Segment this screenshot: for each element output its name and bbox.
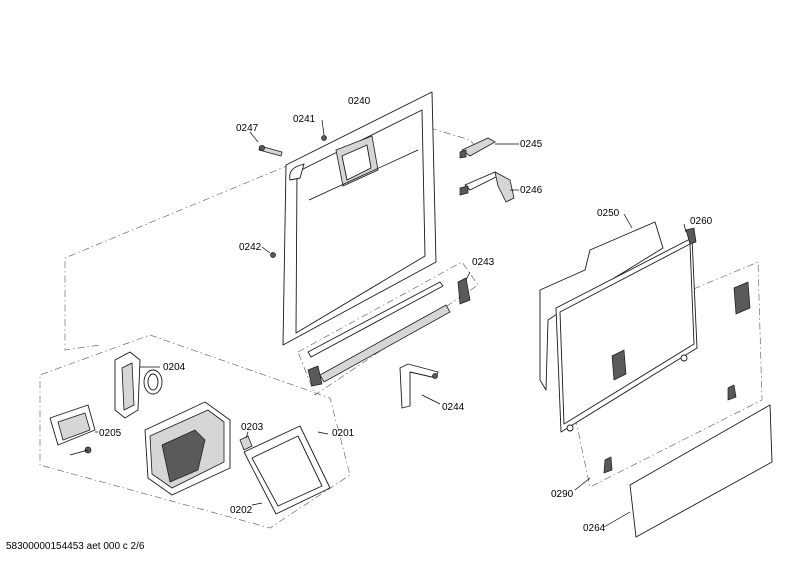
document-id-footer: 58300000154453 aet 000 c 2/6 [6,541,145,552]
hinge-bracket-0246[interactable] [459,171,519,203]
label-0240: 0240 [348,96,371,107]
label-0246: 0246 [520,185,543,196]
trim-group-outline [297,261,479,396]
label-0205: 0205 [99,428,122,439]
panel-group-outline [559,261,763,488]
door-assembly-outline [64,147,331,351]
clip-0203[interactable] [239,431,253,451]
label-0241: 0241 [293,114,316,125]
bottom-trim-0243[interactable] [307,271,471,387]
control-group-outline [39,334,351,529]
label-0243: 0243 [472,257,495,268]
latch-0205[interactable] [49,404,98,456]
panel-hooks-0290[interactable] [574,384,737,491]
label-0290: 0290 [551,489,574,500]
bracket-0245[interactable] [459,137,519,159]
label-0202: 0202 [230,505,253,516]
label-0245: 0245 [520,139,543,150]
label-0201: 0201 [332,428,355,439]
l-bracket-0244[interactable] [399,363,441,409]
outer-door-panel-0260[interactable] [555,223,751,433]
label-0247: 0247 [236,123,259,134]
label-0204: 0204 [163,362,186,373]
control-module[interactable] [144,401,231,496]
label-0203: 0203 [241,422,264,433]
label-0260: 0260 [690,216,713,227]
insulation-panel-0250[interactable] [539,213,664,391]
gasket-frame-0201[interactable] [243,425,331,515]
label-0242: 0242 [239,242,262,253]
label-0250: 0250 [597,208,620,219]
handle-cover-0204[interactable] [114,351,163,419]
kick-strip-0264[interactable] [603,404,773,538]
inner-door-frame[interactable] [282,91,437,346]
screw-0241[interactable] [321,119,327,141]
hinge-pin-0247[interactable] [249,131,283,157]
label-0264: 0264 [583,523,606,534]
label-0244: 0244 [442,402,465,413]
screw-0242[interactable] [261,246,276,258]
